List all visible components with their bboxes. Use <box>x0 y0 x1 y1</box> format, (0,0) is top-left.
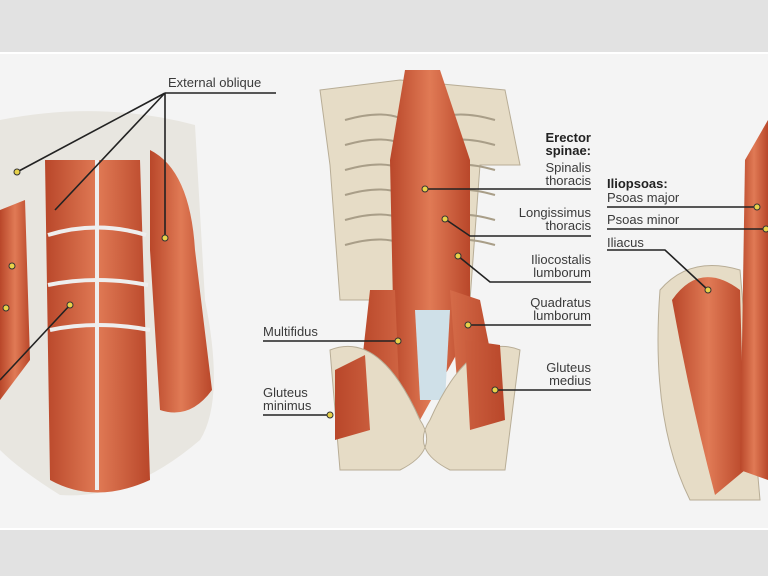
iliopsoas-figure <box>657 120 768 501</box>
label-multifidus: Multifidus <box>263 324 318 339</box>
label-psoas-major: Psoas major <box>607 190 680 205</box>
abdominal-muscles-figure <box>0 111 214 496</box>
label-iliocostalis-lumborum: Iliocostalis lumborum <box>531 252 591 280</box>
label-iliacus: Iliacus <box>607 235 644 250</box>
label-gluteus-medius: Gluteus medius <box>546 360 591 388</box>
label-psoas-minor: Psoas minor <box>607 212 680 227</box>
label-iliopsoas: Iliopsoas: <box>607 176 668 191</box>
back-muscles-figure <box>319 70 521 471</box>
label-erector-spinae: Erector spinae: <box>545 130 591 158</box>
label-gluteus-minimus: Gluteus minimus <box>263 385 312 413</box>
label-quadratus-lumborum: Quadratus lumborum <box>530 295 591 323</box>
label-external-oblique: External oblique <box>168 75 262 90</box>
label-longissimus-thoracis: Longissimus thoracis <box>518 205 591 233</box>
marker-pins <box>2 168 768 419</box>
label-spinalis-thoracis: Spinalis thoracis <box>545 160 591 188</box>
leader-lines <box>0 92 766 416</box>
